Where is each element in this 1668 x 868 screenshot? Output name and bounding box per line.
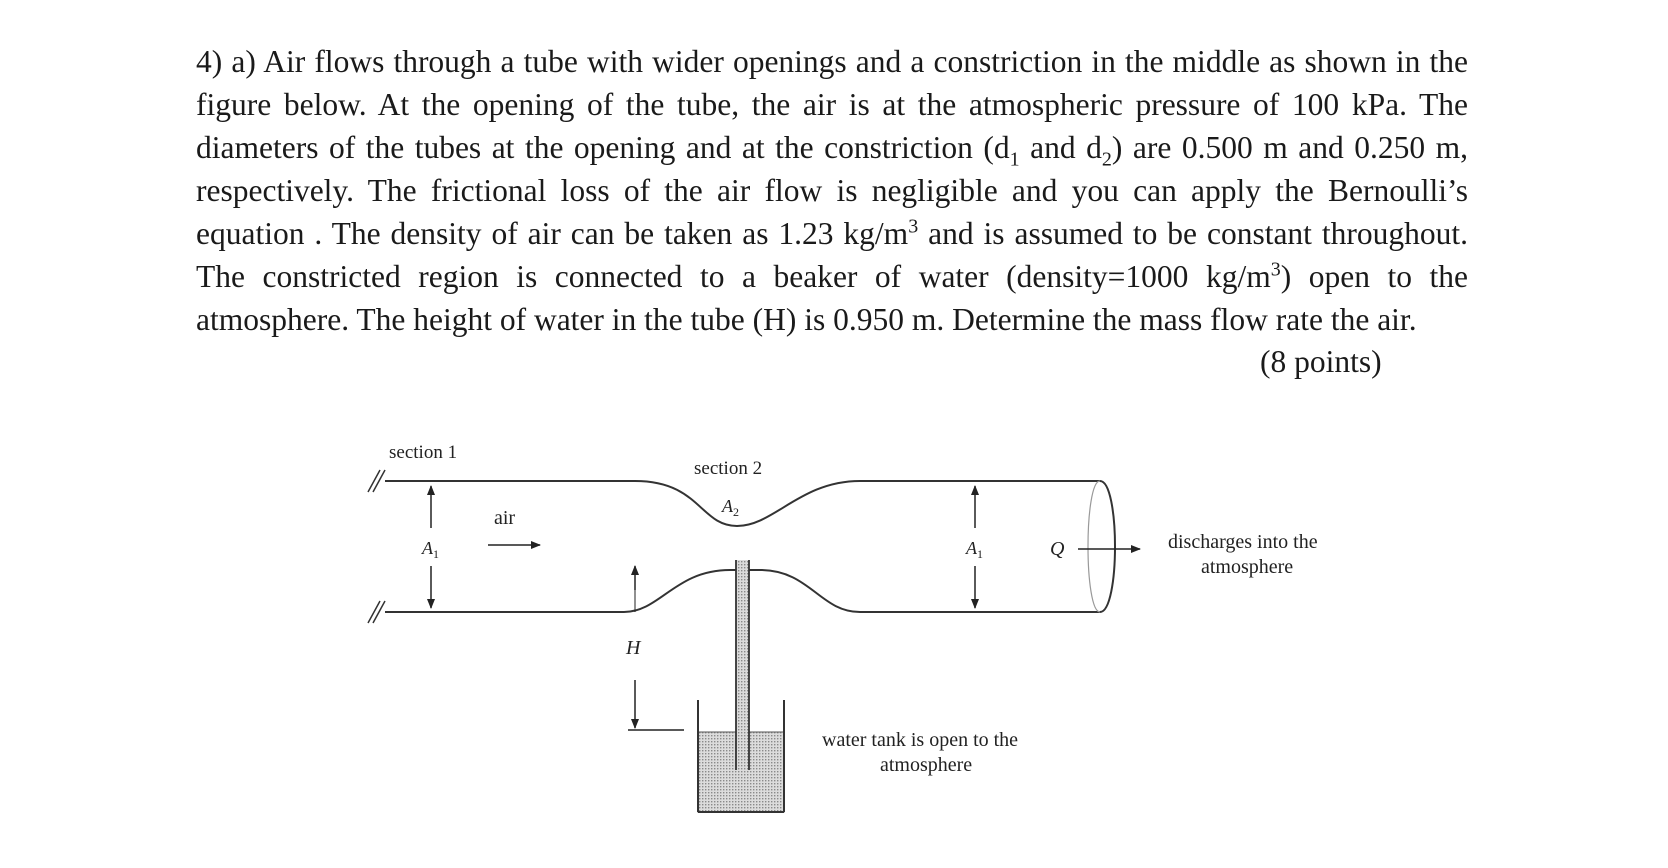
section-2-label: section 2 xyxy=(694,458,762,479)
q-label: Q xyxy=(1050,538,1065,560)
a1-right-label: A1 xyxy=(965,538,983,561)
discharge-label-line1: discharges into the xyxy=(1168,531,1318,553)
problem-paragraph: 4) a) Air flows through a tube with wide… xyxy=(196,40,1468,341)
tube-lower-wall-left xyxy=(385,569,736,613)
question-text-2: and d xyxy=(1019,130,1102,165)
discharge-label-line2: atmosphere xyxy=(1201,556,1293,578)
question-text-1: Air flows through a tube with wider open… xyxy=(196,44,1468,165)
tube-outlet-back xyxy=(1087,480,1101,613)
points-label: (8 points) xyxy=(1260,344,1382,379)
tube-upper-wall xyxy=(385,480,1100,528)
question-text-4: and is assumed to be constant throughout… xyxy=(196,216,1468,294)
question-text-3: ) are 0.500 m and 0.250 m, respectively.… xyxy=(196,130,1469,251)
water-column xyxy=(735,560,750,770)
superscript-2: 3 xyxy=(1270,258,1281,281)
subscript-1: 1 xyxy=(1009,148,1020,171)
tank-label-line2: atmosphere xyxy=(880,754,972,776)
question-text-5: ) open to the atmosphere. The height of … xyxy=(196,259,1468,337)
question-number: 4) a) xyxy=(196,44,256,79)
tank-label-line1: water tank is open to the xyxy=(822,729,1018,751)
section-1-label: section 1 xyxy=(389,442,457,463)
subscript-2: 2 xyxy=(1101,148,1112,171)
h-label: H xyxy=(625,637,642,659)
tube-outlet xyxy=(1099,480,1116,613)
a2-label: A2 xyxy=(721,496,739,519)
air-label: air xyxy=(494,507,515,529)
superscript-1: 3 xyxy=(908,215,919,238)
problem-statement: 4) a) Air flows through a tube with wide… xyxy=(196,40,1468,341)
inlet-break-marks xyxy=(367,469,386,624)
tube-lower-wall-right xyxy=(749,569,1100,613)
a1-left-label: A1 xyxy=(421,538,439,561)
